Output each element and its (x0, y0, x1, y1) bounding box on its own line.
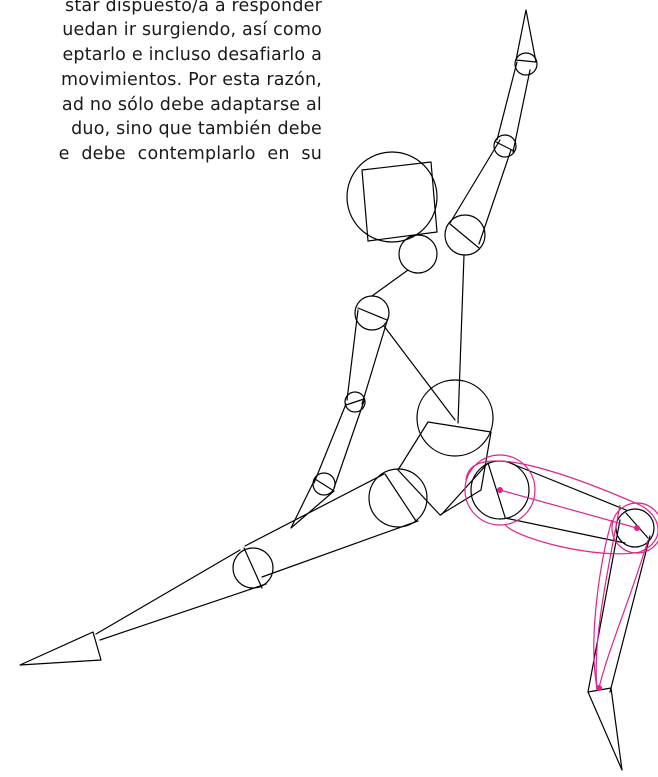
hand-raised-cone (516, 10, 536, 62)
forearm-raised-line (497, 62, 517, 140)
shin-right-line (610, 536, 650, 692)
forearm-raised-line (513, 70, 530, 152)
upper-arm-raised-line (479, 150, 511, 244)
knee-left-divider (244, 548, 262, 588)
upper-arm-left-line (347, 310, 358, 400)
thigh-left-line (262, 521, 418, 577)
shoulder-right-divider (450, 224, 479, 248)
shin-right-line (588, 520, 620, 692)
shin-left-line (96, 550, 240, 634)
leg-highlight-overlay (465, 455, 658, 688)
foot-left-cone (20, 632, 101, 665)
upper-arm-raised-line (450, 140, 500, 223)
wrist-raised-circle (515, 53, 537, 75)
elbow-left-divider (346, 399, 364, 405)
skeleton-lines (20, 10, 654, 770)
hip-left-divider (385, 474, 416, 521)
shin-highlight-line (599, 540, 648, 688)
forearm-left-line (314, 404, 346, 483)
elbow-raised-divider (496, 142, 514, 151)
head-square (362, 162, 437, 241)
knee-joint-marker (634, 525, 640, 531)
forearm-left-line (334, 401, 364, 488)
thigh-left-line (245, 474, 384, 546)
shoulder-left-circle (355, 296, 389, 330)
foot-right-cone (588, 688, 622, 770)
thigh-highlight-axis (500, 490, 637, 528)
pelvis-shape (398, 422, 491, 515)
ankle-joint-marker (596, 685, 602, 691)
upper-arm-left-line (362, 318, 388, 404)
hip-joint-marker (497, 487, 503, 493)
shin-left-line (100, 584, 266, 640)
head-circle (347, 152, 437, 242)
clavicle-line (372, 270, 408, 296)
torso-line (458, 255, 464, 423)
shoulder-left-divider (358, 308, 387, 320)
neck-circle (399, 235, 437, 273)
thigh-right-line (510, 463, 626, 510)
pelvis-circle (417, 380, 493, 456)
